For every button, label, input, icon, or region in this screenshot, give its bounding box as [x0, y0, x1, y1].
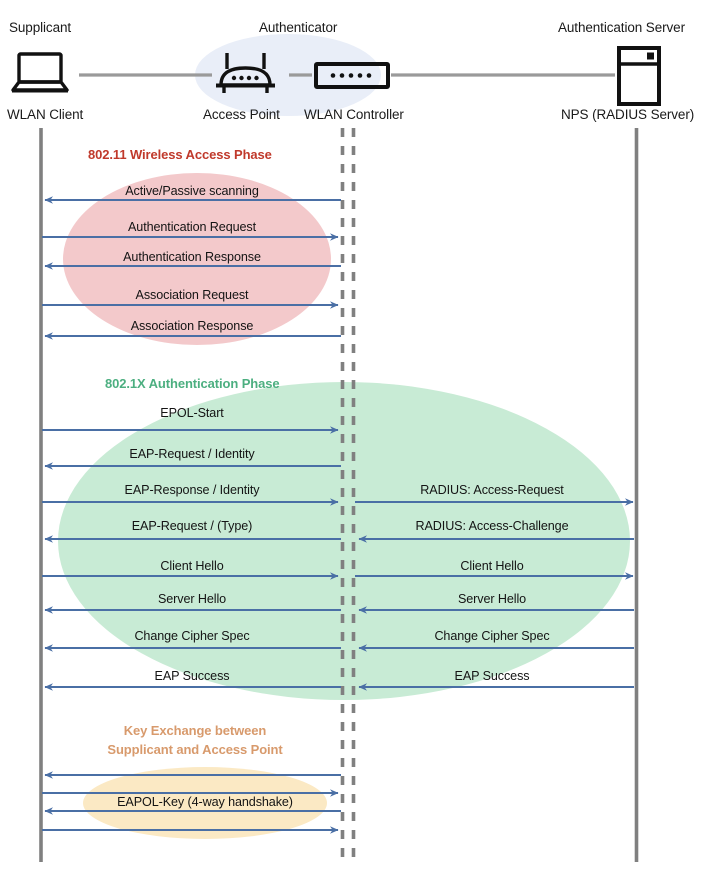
message-label-eap-success-left: EAP Success	[154, 669, 230, 683]
phase-title-key-exchange-line1: Key Exchange between	[123, 723, 267, 738]
message-label-authentication-response: Authentication Response	[123, 250, 261, 264]
message-label-client-hello-right: Client Hello	[460, 559, 524, 573]
wireless-router-leds	[231, 75, 259, 81]
message-label-association-response: Association Response	[130, 319, 254, 333]
message-label-server-hello-left: Server Hello	[157, 592, 227, 606]
message-arrows-wireless-access	[42, 196, 341, 340]
phase-title-dot1x: 802.1X Authentication Phase	[105, 376, 280, 391]
server-tower-icon	[617, 46, 661, 106]
actor-device-wlan-client: WLAN Client	[7, 107, 84, 122]
actor-role-authenticator: Authenticator	[259, 20, 338, 35]
phase-title-key-exchange-line2: Supplicant and Access Point	[107, 741, 283, 757]
phase-shade-key-exchange	[83, 767, 327, 839]
actor-device-wlan-controller: WLAN Controller	[304, 107, 404, 122]
message-label-authentication-request: Authentication Request	[127, 220, 257, 234]
message-label-epol-start: EPOL-Start	[160, 406, 224, 420]
phase-shade-wireless-access	[63, 173, 331, 345]
message-label-radius-access-request: RADIUS: Access-Request	[420, 483, 564, 497]
actor-device-nps-radius: NPS (RADIUS Server)	[561, 107, 695, 122]
message-label-radius-access-challenge: RADIUS: Access-Challenge	[415, 519, 569, 533]
message-arrows-dot1x	[42, 426, 634, 691]
message-arrows-key-exchange	[42, 771, 341, 834]
phase-title-wireless-access: 802.11 Wireless Access Phase	[88, 147, 272, 162]
message-label-eap-request-identity: EAP-Request / Identity	[129, 447, 255, 461]
message-label-eap-success-right: EAP Success	[454, 669, 530, 683]
wireless-router-icon	[216, 53, 275, 93]
switch-icon	[314, 62, 390, 89]
authenticator-highlight-ellipse	[195, 34, 381, 116]
message-label-eap-request-type: EAP-Request / (Type)	[131, 519, 253, 533]
message-label-change-cipher-spec-right: Change Cipher Spec	[434, 629, 550, 643]
phase-title-key-exchange: Key Exchange between Supplicant and Acce…	[97, 722, 293, 760]
laptop-icon	[11, 52, 69, 93]
actor-role-supplicant: Supplicant	[9, 20, 72, 35]
message-label-server-hello-right: Server Hello	[457, 592, 527, 606]
actor-device-access-point: Access Point	[203, 107, 280, 122]
message-label-eap-response-identity: EAP-Response / Identity	[124, 483, 260, 497]
message-label-client-hello-left: Client Hello	[160, 559, 224, 573]
message-label-change-cipher-spec-left: Change Cipher Spec	[134, 629, 250, 643]
message-label-association-request: Association Request	[135, 288, 249, 302]
message-label-eapol-key-handshake: EAPOL-Key (4-way handshake)	[117, 795, 293, 809]
message-label-active-passive-scanning: Active/Passive scanning	[125, 184, 259, 198]
actor-role-auth-server: Authentication Server	[558, 20, 685, 35]
phase-shade-dot1x	[58, 382, 630, 700]
